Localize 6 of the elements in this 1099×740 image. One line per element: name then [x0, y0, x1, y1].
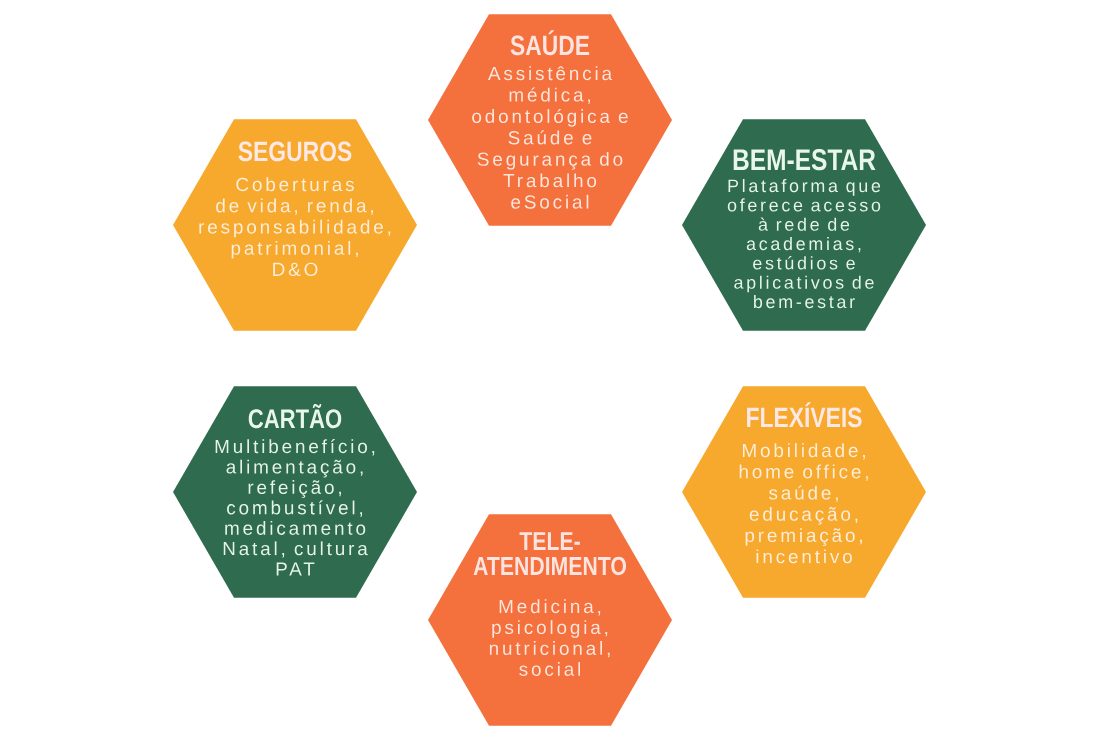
hexagon-tile: FLEXÍVEIS Mobilidade, home office, saúde, educação, premiação, incentivo [682, 386, 926, 598]
hexagon-tile: CARTÃO Multibenefício, alimentação, refeição, combustível, medicamento Natal, cultura PAT [173, 386, 417, 598]
hexagon-tile: TELE- ATENDIMENTO Medicina, psicologia, nutricional, social [428, 514, 672, 726]
hexagon-tile: SAÚDE Assistência médica, odontológica e Saúde e Segurança do Trabalho eSocial [428, 14, 672, 226]
hexagon-tile: SEGUROS Coberturas de vida, renda, responsabilidade, patrimonial, D&O [173, 119, 417, 331]
hexagon-tile: BEM-ESTAR Plataforma que oferece acesso à rede de academias, estúdios e aplicativos de bem-estar [682, 119, 926, 331]
